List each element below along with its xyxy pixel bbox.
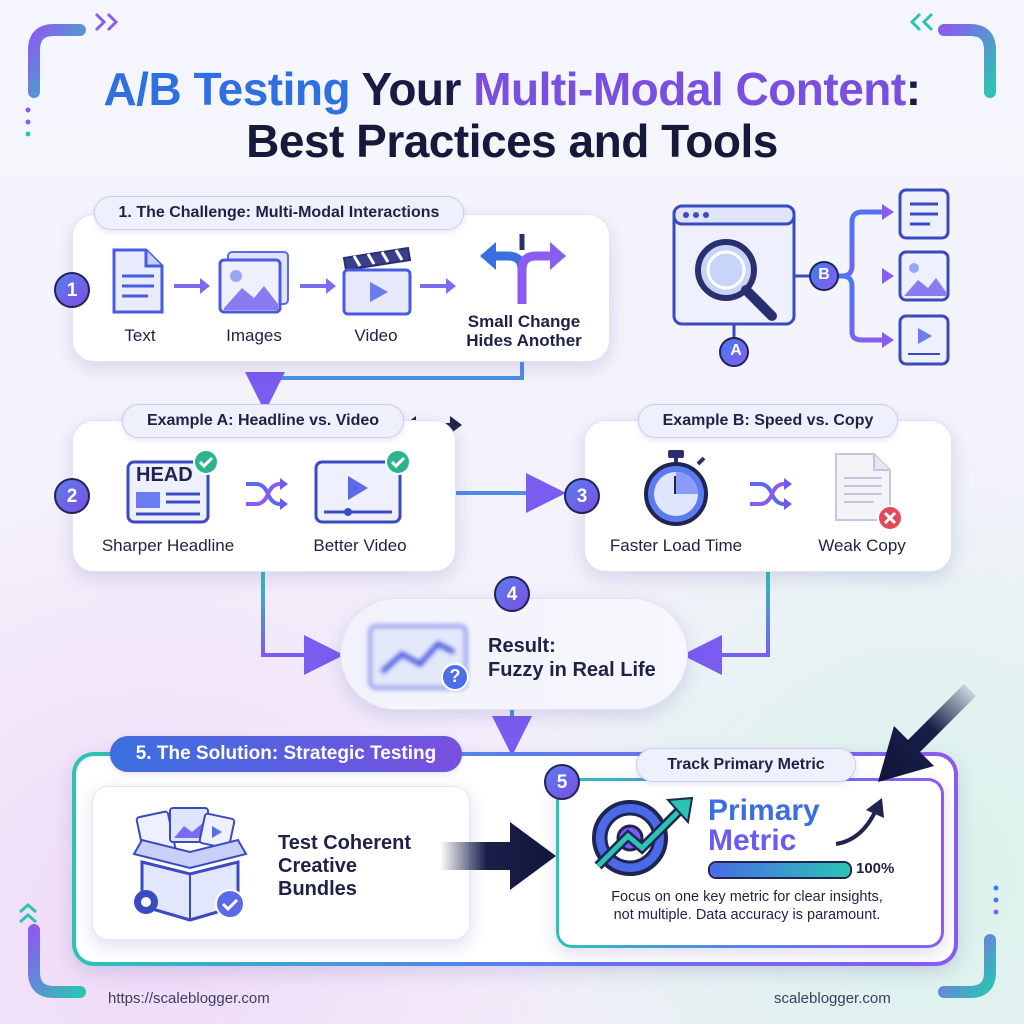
text-document-icon [112, 248, 164, 314]
progress-label: 100% [856, 860, 895, 877]
target-growth-icon [592, 796, 694, 876]
weak-copy-document-icon [835, 453, 903, 531]
example-b-item-2: Weak Copy [818, 536, 906, 555]
step-badge-2: 2 [54, 478, 90, 514]
bundle-card [92, 786, 470, 940]
arrow-right-icon [174, 278, 210, 294]
primary-metric-word: Primary Metric [708, 794, 820, 857]
example-a-item-2: Better Video [313, 536, 407, 555]
headline-icon [126, 449, 219, 524]
footer-url-right[interactable]: scaleblogger.com [774, 990, 891, 1007]
progress-track [708, 861, 852, 879]
shuffle-icon [246, 478, 288, 510]
arrow-right-icon [420, 278, 456, 294]
challenge-label-video: Video [354, 326, 398, 345]
image-icon [218, 251, 289, 314]
challenge-pill: 1. The Challenge: Multi-Modal Interactio… [94, 196, 464, 230]
creative-bundle-box-icon [132, 807, 248, 922]
stopwatch-icon [644, 450, 708, 526]
step-badge-4: 4 [494, 576, 530, 612]
hero-label-a: A [730, 342, 742, 359]
big-arrow-right-icon [440, 822, 556, 890]
progress-fill [710, 863, 850, 877]
challenge-label-text: Text [124, 326, 156, 345]
example-a-pill: Example A: Headline vs. Video [122, 404, 404, 438]
step-badge-3: 3 [564, 478, 600, 514]
example-b-item-1: Faster Load Time [609, 536, 743, 555]
headline-word: HEAD [136, 464, 193, 486]
shuffle-icon [750, 478, 792, 510]
example-b-pill: Example B: Speed vs. Copy [638, 404, 898, 438]
split-arrow-icon [480, 234, 566, 304]
video-player-icon [314, 449, 411, 524]
ab-test-hero-illustration [672, 188, 950, 367]
arrow-right-icon [300, 278, 336, 294]
bundle-text: Test Coherent Creative Bundles [278, 832, 411, 900]
step-badge-1: 1 [54, 272, 90, 308]
page-subtitle: Best Practices and Tools [246, 115, 778, 167]
example-a-item-1: Sharper Headline [101, 536, 235, 555]
step-badge-5: 5 [544, 764, 580, 800]
video-clapper-icon [342, 246, 412, 316]
page-title: A/B Testing Your Multi-Modal Content: [103, 63, 921, 115]
big-diagonal-arrow-icon [878, 684, 976, 782]
small-change-label: Small Change Hides Another [466, 312, 582, 350]
challenge-label-images: Images [226, 326, 282, 345]
metric-pill: Track Primary Metric [636, 748, 856, 782]
question-badge-icon [441, 663, 469, 691]
result-text: Result: Fuzzy in Real Life [488, 635, 656, 681]
solution-pill: 5. The Solution: Strategic Testing [110, 736, 462, 772]
footer-url-left[interactable]: https://scaleblogger.com [108, 990, 270, 1007]
trend-up-arrow-icon [835, 798, 884, 846]
hero-label-b: B [818, 266, 830, 283]
metric-description: Focus on one key metric for clear insigh… [611, 889, 883, 923]
question-mark: ? [449, 666, 461, 686]
